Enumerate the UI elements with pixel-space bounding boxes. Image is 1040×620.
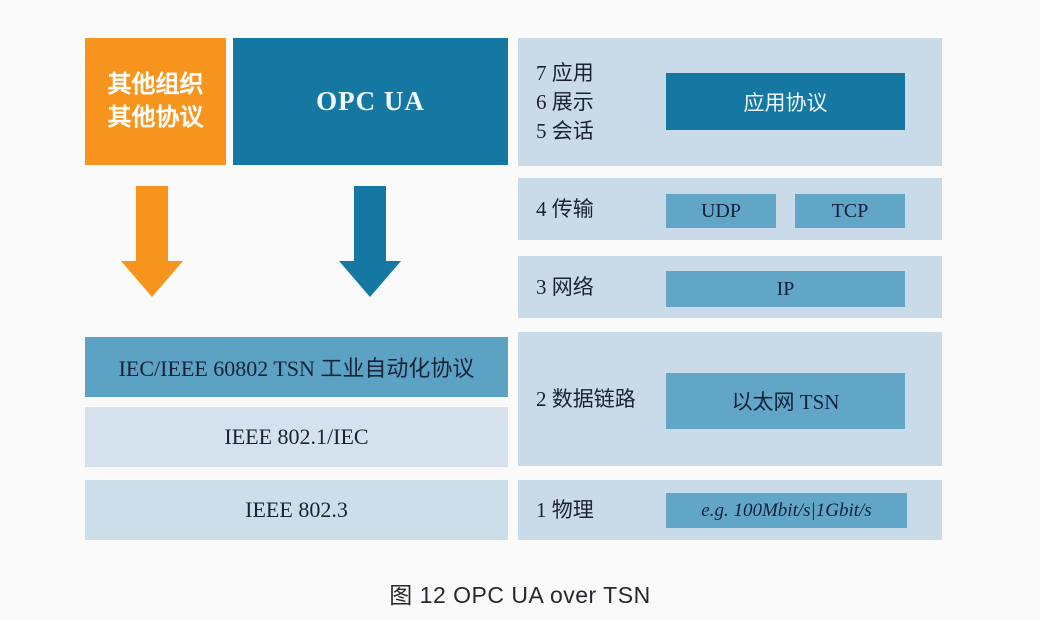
osi-panel-layers-5-7: 7 应用 6 展示 5 会话 应用协议 bbox=[518, 38, 942, 166]
application-protocol-box: 应用协议 bbox=[666, 73, 905, 130]
figure-caption: 图 12 OPC UA over TSN bbox=[389, 582, 651, 608]
tcp-box: TCP bbox=[795, 194, 905, 228]
osi-panel-layer-2: 2 数据链路 以太网 TSN bbox=[518, 332, 942, 466]
ethernet-tsn-box: 以太网 TSN bbox=[666, 373, 905, 429]
down-arrow-teal-icon bbox=[339, 186, 401, 297]
layer-2-label: 2 数据链路 bbox=[536, 386, 636, 411]
layer-5-label: 5 会话 bbox=[536, 118, 594, 143]
ieee-8023-box: IEEE 802.3 bbox=[85, 480, 508, 540]
udp-box: UDP bbox=[666, 194, 776, 228]
layer-labels-5-7: 7 应用 6 展示 5 会话 bbox=[536, 38, 594, 166]
ip-box: IP bbox=[666, 271, 905, 307]
layer-6-label: 6 展示 bbox=[536, 89, 594, 114]
layer-4-label: 4 传输 bbox=[536, 196, 594, 221]
ieee-8021-iec-box: IEEE 802.1/IEC bbox=[85, 407, 508, 467]
down-arrow-orange-icon bbox=[121, 186, 183, 297]
layer-7-label: 7 应用 bbox=[536, 60, 594, 85]
other-protocols-box: 其他组织 其他协议 bbox=[85, 38, 226, 165]
layer-1-label: 1 物理 bbox=[536, 497, 594, 522]
osi-panel-layer-3: 3 网络 IP bbox=[518, 256, 942, 318]
osi-panel-layer-1: 1 物理 e.g. 100Mbit/s|1Gbit/s bbox=[518, 480, 942, 540]
osi-panel-layer-4: 4 传输 UDP TCP bbox=[518, 178, 942, 240]
physical-speed-box: e.g. 100Mbit/s|1Gbit/s bbox=[666, 493, 907, 528]
opc-ua-box: OPC UA bbox=[233, 38, 508, 165]
layer-3-label: 3 网络 bbox=[536, 274, 594, 299]
iec-ieee-60802-tsn-box: IEC/IEEE 60802 TSN 工业自动化协议 bbox=[85, 337, 508, 397]
